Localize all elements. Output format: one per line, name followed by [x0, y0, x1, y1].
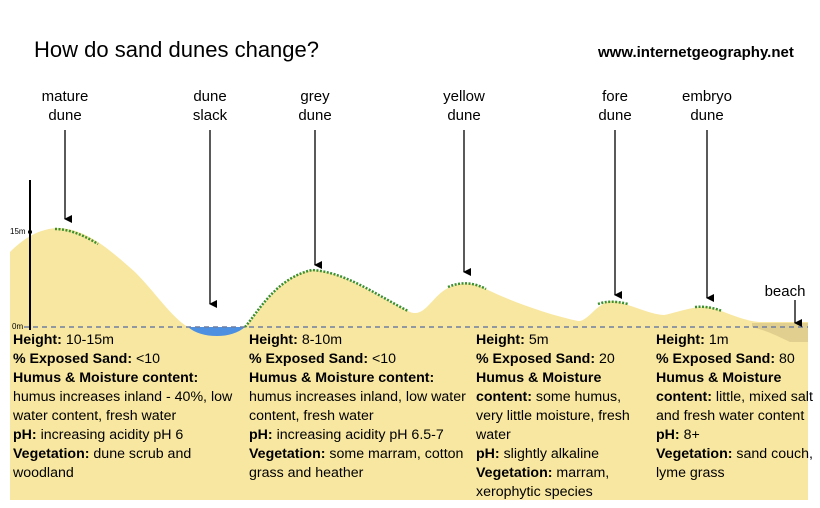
height-value: 8-10m	[297, 332, 343, 348]
ph-value: 8+	[679, 427, 700, 443]
exposed-sand-label: % Exposed Sand:	[476, 351, 596, 367]
vegetation-label: Vegetation:	[13, 446, 90, 462]
exposed-sand-label: % Exposed Sand:	[656, 351, 776, 367]
ph-value: increasing acidity pH 6	[36, 427, 184, 443]
vegetation	[54, 227, 723, 328]
grey-dune-info: Height: 8-10m % Exposed Sand: <10 Humus …	[249, 331, 467, 483]
humus-moisture-label: Humus & Moisture content:	[476, 370, 602, 405]
dune-sand	[10, 228, 808, 500]
exposed-sand-label: % Exposed Sand:	[13, 351, 133, 367]
embryo-dune-label: embryo dune	[681, 88, 733, 124]
height-label: Height:	[476, 332, 525, 348]
yellow-dune-vegetation	[447, 282, 487, 291]
humus-moisture-label: Humus & Moisture content:	[656, 370, 782, 405]
height-label: Height:	[249, 332, 298, 348]
ph-label: pH:	[249, 427, 273, 443]
humus-moisture-value: little, mixed salt and fresh water conte…	[656, 389, 813, 424]
humus-moisture-value: humus increases inland - 40%, low water …	[13, 389, 233, 424]
ph-value: slightly alkaline	[499, 446, 600, 462]
beach-label: beach	[764, 283, 806, 300]
exposed-sand-label: % Exposed Sand:	[249, 351, 369, 367]
exposed-sand-value: <10	[132, 351, 161, 367]
exposed-sand-value: <10	[368, 351, 397, 367]
scale-tick-15m	[28, 230, 32, 234]
exposed-sand-value: 80	[775, 351, 795, 367]
mature-dune-vegetation	[54, 227, 99, 246]
vegetation-value: marram, xerophytic species	[476, 465, 610, 500]
height-value: 1m	[704, 332, 729, 348]
dune-slack-label: dune slack	[192, 88, 228, 124]
humus-moisture-label: Humus & Moisture content:	[13, 370, 199, 386]
scale-bottom-label: 0m	[12, 322, 24, 331]
vegetation-value: dune scrub and woodland	[13, 446, 192, 481]
height-label: Height:	[13, 332, 62, 348]
humus-moisture-label: Humus & Moisture content:	[249, 370, 435, 386]
beach-sand	[752, 323, 808, 342]
diagram-title: How do sand dunes change?	[34, 37, 319, 62]
humus-moisture-value: some humus, very little moisture, fresh …	[476, 389, 630, 443]
exposed-sand-value: 20	[595, 351, 615, 367]
vegetation-value: sand couch, lyme grass	[656, 446, 813, 481]
yellow-dune-info: Height: 5m % Exposed Sand: 20 Humus & Mo…	[476, 331, 646, 502]
ph-label: pH:	[13, 427, 37, 443]
height-value: 5m	[524, 332, 549, 348]
fore-dune-label: fore dune	[598, 88, 632, 124]
ph-label: pH:	[476, 446, 500, 462]
humus-moisture-value: humus increases inland, low water conten…	[249, 389, 466, 424]
height-value: 10-15m	[61, 332, 114, 348]
mature-dune-info: Height: 10-15m % Exposed Sand: <10 Humus…	[13, 331, 239, 483]
scale-top-label: 15m	[10, 227, 26, 236]
mature-dune-label: mature dune	[41, 88, 89, 124]
vegetation-label: Vegetation:	[476, 465, 553, 481]
vegetation-label: Vegetation:	[656, 446, 733, 462]
fore-embryo-dune-info: Height: 1m % Exposed Sand: 80 Humus & Mo…	[656, 331, 816, 483]
height-label: Height:	[656, 332, 705, 348]
yellow-dune-label: yellow dune	[443, 88, 485, 124]
ph-label: pH:	[656, 427, 680, 443]
vegetation-label: Vegetation:	[249, 446, 326, 462]
grey-dune-label: grey dune	[298, 88, 332, 124]
embryo-dune-vegetation	[694, 305, 723, 313]
website-url: www.internetgeography.net	[598, 44, 794, 61]
dune-slack-water	[188, 327, 245, 336]
vegetation-value: some marram, cotton grass and heather	[249, 446, 464, 481]
ph-value: increasing acidity pH 6.5-7	[272, 427, 444, 443]
